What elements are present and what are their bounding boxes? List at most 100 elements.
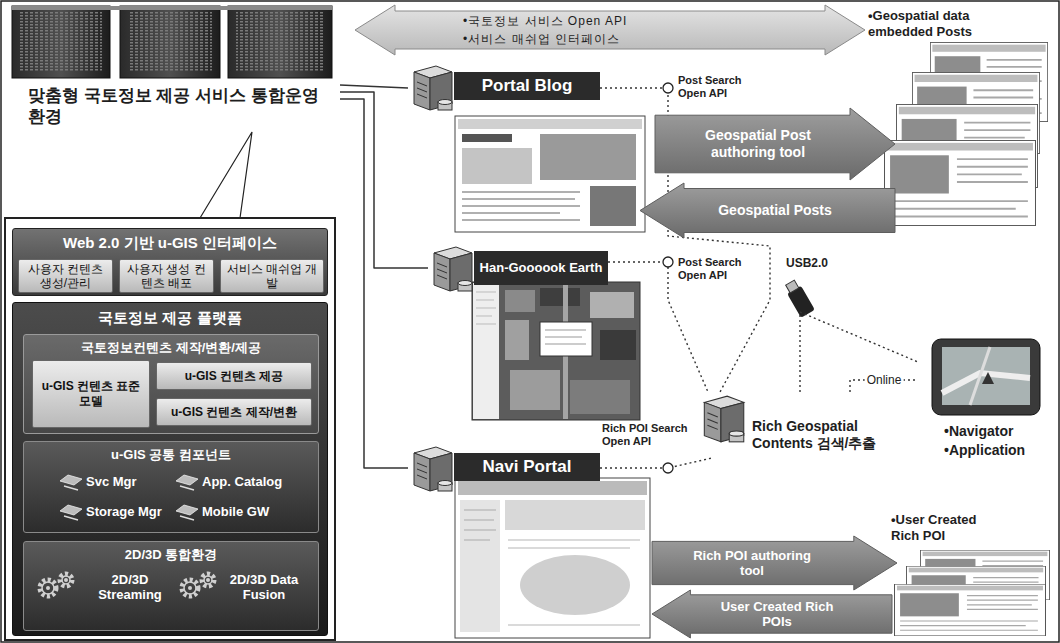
node-title: u-GIS 컨텐츠 제공 bbox=[157, 369, 311, 384]
link-line bbox=[340, 92, 428, 268]
server-icon bbox=[704, 402, 721, 441]
link-line bbox=[340, 99, 408, 468]
node-title: Portal Blog bbox=[454, 72, 600, 100]
earth-screenshot bbox=[472, 282, 640, 420]
blog-screenshot bbox=[462, 134, 512, 142]
server-rack bbox=[12, 6, 332, 10]
api-ports bbox=[663, 257, 673, 267]
server-icon bbox=[450, 253, 472, 291]
usb-stick bbox=[783, 279, 815, 318]
server-rack bbox=[236, 12, 324, 72]
link-line bbox=[340, 85, 408, 88]
component-icons bbox=[60, 505, 82, 515]
feature-box: 서비스 매쉬업 개발 bbox=[220, 259, 324, 293]
component-icons bbox=[64, 516, 78, 520]
server-icon bbox=[438, 100, 452, 105]
navi-screenshot bbox=[460, 500, 500, 632]
flow-arrow: Geospatial Posts bbox=[640, 183, 895, 238]
arrow-shape bbox=[655, 108, 895, 180]
edge-label: Online bbox=[865, 373, 904, 387]
server-icon bbox=[698, 392, 748, 446]
feature-box: 사용자 컨텐츠 생성/관리 bbox=[18, 259, 113, 293]
earth-screenshot bbox=[570, 380, 630, 414]
navi-screenshot bbox=[458, 481, 647, 495]
node-title: Han-Goooook Earth bbox=[474, 251, 608, 285]
navigator-device bbox=[930, 337, 1042, 419]
node-title: 국토정보 제공 플랫폼 bbox=[13, 309, 327, 327]
server-icon bbox=[417, 94, 427, 98]
component-icons bbox=[60, 475, 82, 490]
portal-server: Han-Goooook Earth bbox=[428, 243, 608, 295]
gear-icons bbox=[184, 582, 196, 594]
gear-icons bbox=[206, 578, 210, 582]
content-server: Rich Geospatial Contents 검색/추출 bbox=[698, 392, 888, 458]
usb-stick bbox=[786, 280, 799, 293]
component-panel: u-GIS 공통 컴포넌트Svc MgrApp. CatalogStorage … bbox=[23, 441, 319, 533]
server-icon bbox=[430, 72, 452, 110]
node-title: 국토정보컨텐츠 제작/변환/제공 bbox=[24, 340, 318, 356]
document-stack: •Geospatial data embedded Posts bbox=[860, 8, 1052, 230]
server-icon bbox=[417, 475, 427, 479]
earth-screenshot bbox=[476, 308, 496, 309]
earth-screenshot bbox=[505, 320, 529, 360]
node-title: 사용자 생성 컨텐츠 배포 bbox=[120, 262, 213, 290]
earth-screenshot bbox=[476, 316, 492, 317]
platform-frame bbox=[5, 218, 335, 640]
server-rack bbox=[20, 12, 102, 72]
blog-screenshot bbox=[462, 205, 580, 207]
blog-screenshot bbox=[462, 191, 580, 193]
api-ports bbox=[663, 83, 673, 93]
server-icon bbox=[414, 453, 430, 491]
navi-screenshot bbox=[455, 478, 650, 638]
server-icon bbox=[430, 453, 452, 491]
navi-screenshot bbox=[508, 625, 640, 626]
component-icons bbox=[60, 475, 82, 485]
earth-screenshot bbox=[510, 370, 560, 410]
dotted-link bbox=[800, 312, 918, 392]
poi-pages bbox=[895, 550, 1050, 635]
node-title: 2D/3D 통합환경 bbox=[24, 547, 318, 563]
callout-line bbox=[200, 132, 252, 218]
document-stack: •User Created Rich POI bbox=[885, 512, 1053, 639]
server-icon bbox=[707, 413, 717, 417]
navi-screenshot bbox=[508, 540, 640, 541]
gear-icons bbox=[60, 574, 72, 586]
node-title: •User Created Rich POI bbox=[891, 512, 1003, 544]
navi-screenshot bbox=[464, 520, 494, 521]
node-title: u-GIS 컨텐츠 표준 모델 bbox=[33, 379, 149, 409]
navigator-device bbox=[942, 373, 1030, 393]
node-text: 2D/3D Streaming bbox=[86, 572, 174, 602]
content-box: u-GIS 컨텐츠 표준 모델 bbox=[32, 360, 150, 428]
gear-icons bbox=[188, 586, 192, 590]
gear-icons bbox=[64, 578, 68, 582]
server-icon bbox=[408, 62, 456, 114]
node-title: 사용자 컨텐츠 생성/관리 bbox=[19, 262, 112, 290]
blog-screenshot bbox=[462, 198, 575, 200]
edge-label: USB2.0 bbox=[784, 256, 830, 270]
interface-band: Web 2.0 기반 u-GIS 인터페이스사용자 컨텐츠 생성/관리 사용자 생… bbox=[12, 228, 328, 296]
server-rack bbox=[12, 6, 110, 78]
node-title: Web 2.0 기반 u-GIS 인터페이스 bbox=[13, 234, 327, 252]
earth-screenshot bbox=[476, 324, 496, 325]
component-icons bbox=[60, 505, 82, 520]
component-icons bbox=[176, 475, 198, 490]
gear-icons bbox=[62, 576, 70, 584]
component-icons bbox=[180, 486, 194, 490]
gear-icons bbox=[40, 580, 56, 596]
navi-screenshot bbox=[464, 540, 490, 541]
blog-screenshot bbox=[462, 192, 580, 220]
gear-icons bbox=[46, 586, 50, 590]
gear-icons bbox=[42, 582, 54, 594]
earth-screenshot bbox=[600, 330, 636, 360]
server-icon bbox=[437, 275, 447, 279]
poi-pages bbox=[895, 584, 1046, 635]
content-panel: 국토정보컨텐츠 제작/변환/제공 u-GIS 컨텐츠 표준 모델 u-GIS 컨텐츠… bbox=[23, 334, 319, 434]
node-title: Geospatial Posts bbox=[690, 191, 860, 230]
platform-panel: 국토정보 제공 플랫폼국토정보컨텐츠 제작/변환/제공 u-GIS 컨텐츠 표준 … bbox=[12, 302, 328, 636]
component-icons bbox=[176, 505, 198, 515]
component-icons bbox=[180, 516, 194, 520]
navi-screenshot bbox=[508, 548, 630, 549]
flow-arrow: User Created Rich POIs bbox=[652, 590, 892, 638]
server-group: 맞춤형 국토정보 제공 서비스 통합운영환경 bbox=[10, 5, 340, 130]
